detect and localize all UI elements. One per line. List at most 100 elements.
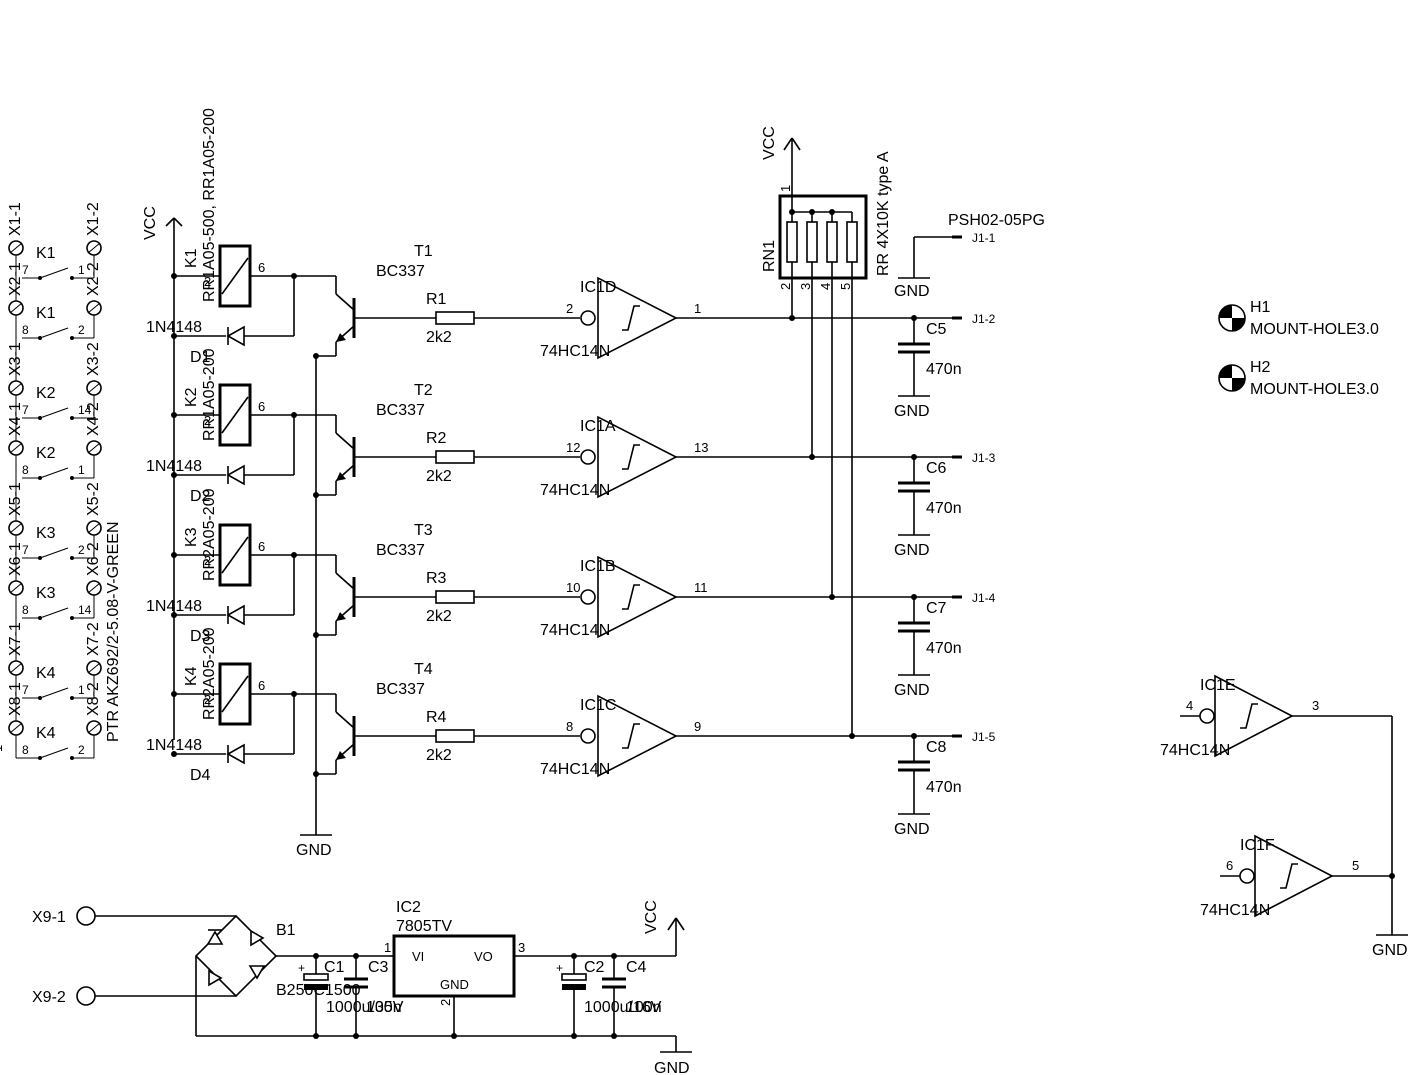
h2-ref: H2 — [1250, 359, 1271, 376]
transistor-part: BC337 — [376, 402, 425, 419]
rn1-pin-5: 5 — [838, 283, 853, 290]
rn1-pin-1: 1 — [778, 185, 793, 192]
gate-ic1f: IC1F 6 5 74HC14N — [1200, 834, 1392, 919]
gnd-label-cap: GND — [894, 542, 930, 559]
resistor-value: 2k2 — [426, 329, 452, 346]
contact-pin: 8 — [22, 323, 29, 337]
relay-pin: 6 — [258, 539, 265, 554]
resistor-ref: R3 — [426, 570, 447, 587]
gate-part: 74HC14N — [540, 761, 610, 778]
contact-pin: 8 — [22, 603, 29, 617]
terminal-right-label: X2-2 — [85, 262, 102, 296]
c4-ref: C4 — [626, 959, 647, 976]
regulator-pin-out: 3 — [518, 940, 525, 955]
resistor-value: 2k2 — [426, 608, 452, 625]
relay-pin: 2 — [204, 274, 211, 289]
rn1-ref: RN1 — [761, 240, 778, 272]
transistor-ref: T1 — [414, 243, 433, 260]
gate-out-pin: 11 — [694, 580, 708, 595]
relay-ref: K4 — [183, 666, 200, 686]
mount-hole-h2: H2 MOUNT-HOLE3.0 — [1218, 359, 1379, 398]
contact-pin: 14 — [78, 403, 92, 417]
schmitt-inverter — [597, 415, 678, 499]
gate-in-pin: 2 — [566, 301, 573, 316]
contact-label: K4 — [36, 725, 56, 742]
diode-part: 1N4148 — [146, 737, 202, 754]
gnd-label-unused: GND — [1372, 942, 1408, 959]
base-resistor — [435, 590, 475, 604]
bridge-ref: B1 — [276, 922, 296, 939]
contact-label: K3 — [36, 525, 56, 542]
contact-pin: 8 — [22, 463, 29, 477]
relay-contact — [39, 407, 69, 419]
terminal-right-label: X5-2 — [85, 482, 102, 516]
regulator-pin-in: 1 — [384, 940, 391, 955]
contact-pin: 2 — [78, 743, 85, 757]
gate-ic1e: IC1E 4 3 74HC14N — [1160, 674, 1392, 759]
mount-holes: H1 MOUNT-HOLE3.0 H2 MOUNT-HOLE3.0 — [1218, 299, 1379, 398]
rn1-part: RR 4X10K type A — [875, 151, 892, 276]
contact-label: K1 — [36, 245, 56, 262]
relay-pin: 2 — [204, 413, 211, 428]
regulator-ref: IC2 — [396, 899, 421, 916]
transistor-ref: T3 — [414, 522, 433, 539]
relay-contact — [39, 327, 69, 339]
diode-ref: D4 — [190, 767, 211, 784]
gate-in-pin: 8 — [566, 719, 573, 734]
transistor-part: BC337 — [376, 542, 425, 559]
connector-j1: PSH02-05PG J1-1 GND — [894, 212, 1045, 300]
cap-ref: C8 — [926, 739, 947, 756]
freewheel-diode — [226, 464, 245, 486]
h2-part: MOUNT-HOLE3.0 — [1250, 381, 1379, 398]
relay-pin: 6 — [258, 399, 265, 414]
cap-ref: C7 — [926, 600, 947, 617]
resistor-ref: R2 — [426, 430, 447, 447]
terminal-right-label: X8-2 — [85, 682, 102, 716]
rn1-pin-4: 4 — [818, 283, 833, 290]
transistor-ref: T2 — [414, 382, 433, 399]
h1-ref: H1 — [1250, 299, 1271, 316]
relay-contact — [39, 267, 69, 279]
terminal-right-label: X3-2 — [85, 342, 102, 376]
contact-pin: 7 — [22, 683, 29, 697]
relay-ref: K3 — [183, 527, 200, 547]
regulator-vo: VO — [474, 949, 493, 964]
gnd-label-j1: GND — [894, 283, 930, 300]
ic1e-ref: IC1E — [1200, 677, 1236, 694]
relay-contact — [39, 467, 69, 479]
resistor-value: 2k2 — [426, 747, 452, 764]
gate-out-pin: 9 — [694, 719, 701, 734]
terminal-left-label: X8-1 — [7, 682, 24, 716]
schmitt-inverter — [597, 555, 678, 639]
schmitt-inverter — [597, 694, 678, 778]
gate-part: 74HC14N — [540, 343, 610, 360]
terminal-right-label: X4-2 — [85, 402, 102, 436]
resistor-ref: R1 — [426, 291, 447, 308]
ic1f-part: 74HC14N — [1200, 902, 1270, 919]
terminal-left-label: X2-1 — [7, 262, 24, 296]
gate-in-pin: 10 — [566, 580, 580, 595]
relay-contact — [39, 607, 69, 619]
terminal-strip: 1 X1-1X1-2K171X2-1X2-2K182X3-1X3-2K2714X… — [0, 202, 122, 760]
terminal-left-label: X5-1 — [7, 482, 24, 516]
contact-label: K2 — [36, 445, 56, 462]
gate-part: 74HC14N — [540, 622, 610, 639]
regulator-gnd: GND — [440, 977, 469, 992]
rn1-pin-3: 3 — [798, 283, 813, 290]
ic1f-in-pin: 6 — [1226, 858, 1233, 873]
contact-pin: 14 — [78, 603, 92, 617]
freewheel-diode — [226, 604, 245, 626]
contact-pin: 1 — [78, 463, 85, 477]
terminal-part-label: PTR AKZ692/2-5.08-V-GREEN — [105, 521, 122, 742]
relay-ref: K1 — [183, 248, 200, 268]
gnd-label-transistors: GND — [296, 842, 332, 859]
regulator-pin-gnd: 2 — [438, 999, 453, 1006]
cap-value: 470n — [926, 361, 962, 378]
rn1-pin-2: 2 — [778, 283, 793, 290]
input-x9-2: X9-2 — [32, 989, 66, 1006]
